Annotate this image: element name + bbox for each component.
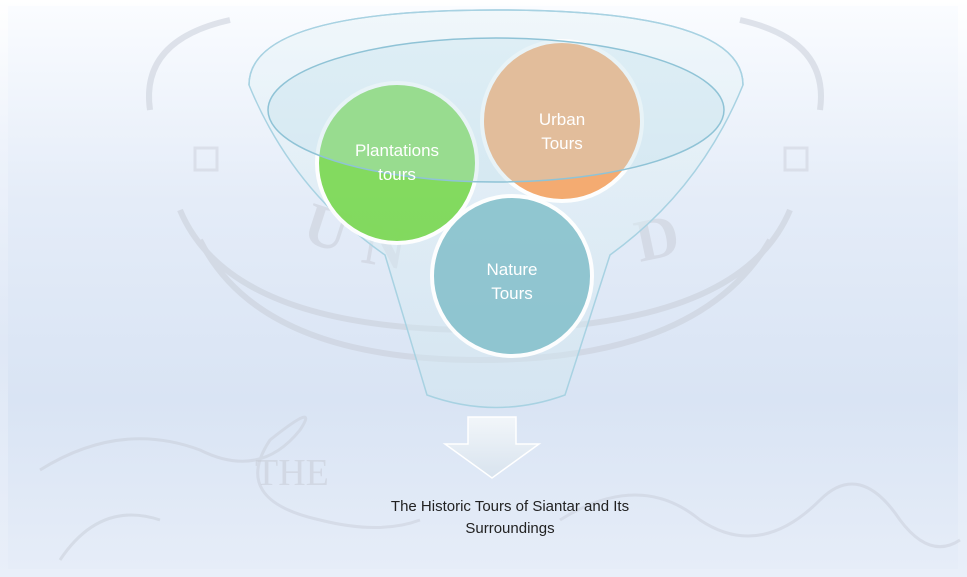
circle-nature: [430, 194, 594, 358]
result-label: The Historic Tours of Siantar and Its Su…: [390, 498, 630, 537]
svg-text:THE: THE: [255, 452, 329, 494]
down-arrow: [442, 416, 542, 479]
circle-plantations: [315, 81, 479, 245]
nature-tours-label: Nature Tours: [486, 260, 538, 303]
funnel-mouth: [267, 37, 725, 183]
plantations-tours-label: Plantations tours: [354, 141, 440, 184]
urban-tours-label: Urban Tours: [538, 110, 586, 153]
funnel-rim: [248, 9, 744, 86]
